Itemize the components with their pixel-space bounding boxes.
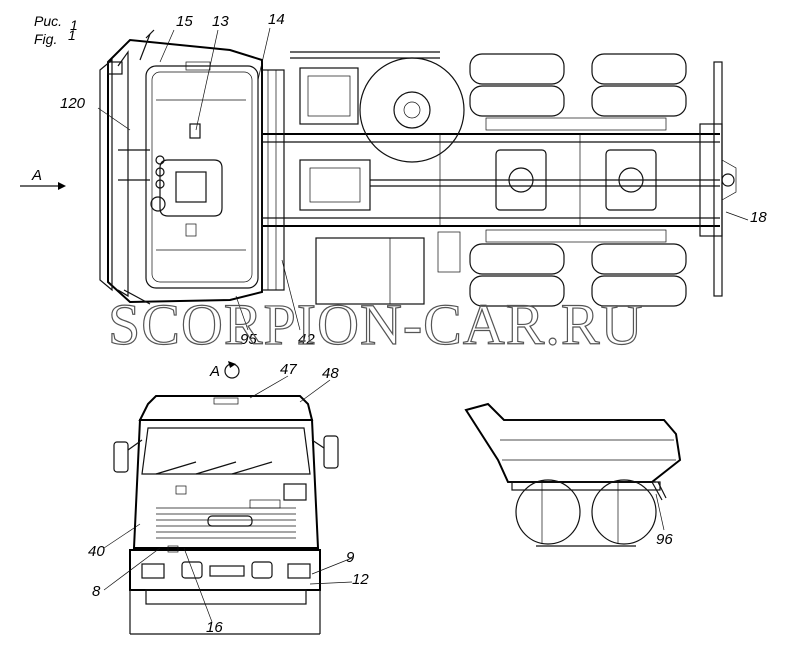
callout-12: 12 — [352, 571, 369, 588]
view-direction-arrow: A — [20, 167, 66, 190]
caption-ru: Рис. — [34, 13, 62, 29]
caption-en-num: 1 — [68, 27, 76, 43]
front-view: A — [113, 361, 339, 635]
callout-42: 42 — [298, 331, 315, 348]
caption-en: Fig. — [34, 31, 57, 47]
callout-18: 18 — [750, 209, 767, 226]
callout-16: 16 — [206, 619, 223, 636]
caption-ru-num: 1 — [70, 17, 78, 33]
callout-leaders — [97, 27, 749, 623]
callout-96: 96 — [656, 531, 673, 548]
callout-15: 15 — [176, 13, 193, 30]
callout-8: 8 — [92, 583, 101, 600]
chassis-top-view — [261, 51, 737, 307]
callout-47: 47 — [280, 361, 297, 378]
watermark-text: SCORPION-CAR.RU — [108, 292, 644, 357]
callout-14: 14 — [268, 11, 285, 28]
callout-9: 9 — [346, 549, 355, 566]
callout-13: 13 — [212, 13, 229, 30]
callout-48: 48 — [322, 365, 339, 382]
dump-body-side-view — [464, 402, 682, 547]
callout-95: 95 — [240, 331, 257, 348]
arrow-a-label: A — [31, 167, 42, 184]
view-a-label: A — [209, 363, 220, 380]
callout-120: 120 — [60, 95, 86, 112]
cab-top-view — [99, 29, 263, 305]
callout-40: 40 — [88, 543, 105, 560]
